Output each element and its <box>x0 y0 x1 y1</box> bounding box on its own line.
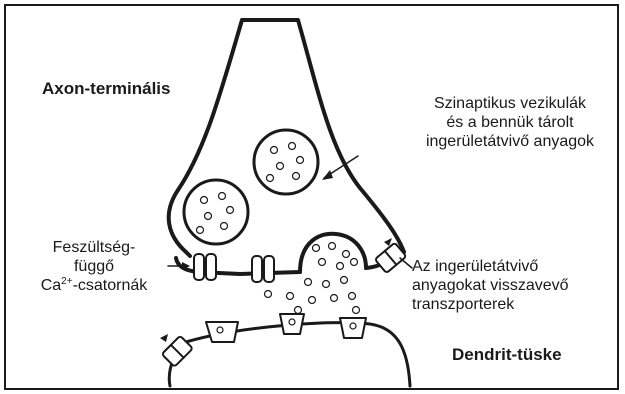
calcium-channel <box>194 254 216 280</box>
channels-word: -csatornák <box>73 277 148 294</box>
calcium-symbol: Ca <box>41 277 61 294</box>
vesicle-pointer-arrowhead <box>322 170 333 180</box>
transporters-label: Az ingerületátvivő anyagokat visszavevő … <box>412 257 569 314</box>
axon-terminal-outline <box>169 20 404 256</box>
transporters-label-line: anyagokat visszavevő <box>412 276 569 295</box>
calcium-channels-label-line: függő <box>14 257 174 276</box>
vesicles-label-line: ingerületátvivő anyagok <box>400 132 620 151</box>
transporters-label-line: transzporterek <box>412 295 569 314</box>
transporters-label-line: Az ingerületátvivő <box>412 257 569 276</box>
fusing-vesicle <box>300 234 366 272</box>
synaptic-vesicle <box>184 180 248 244</box>
transporter-arrowhead <box>160 334 168 342</box>
vesicles-label-line: és a bennük tárolt <box>400 113 620 132</box>
vesicles-label-line: Szinaptikus vezikulák <box>400 94 620 113</box>
calcium-channel <box>252 256 274 282</box>
dendrite-label: Dendrit-tüske <box>452 345 562 364</box>
synaptic-vesicle <box>254 130 318 194</box>
calcium-channels-label: Feszültség- függő Ca2+-csatornák <box>14 238 174 295</box>
calcium-channels-label-line: Feszültség- <box>14 238 174 257</box>
transporter-pointer <box>400 258 412 268</box>
vesicles-label: Szinaptikus vezikulák és a bennük tárolt… <box>400 94 620 151</box>
calcium-charge: 2+ <box>61 276 72 287</box>
calcium-channels-label-line: Ca2+-csatornák <box>14 276 174 295</box>
axon-terminal-label: Axon-terminális <box>42 79 170 98</box>
